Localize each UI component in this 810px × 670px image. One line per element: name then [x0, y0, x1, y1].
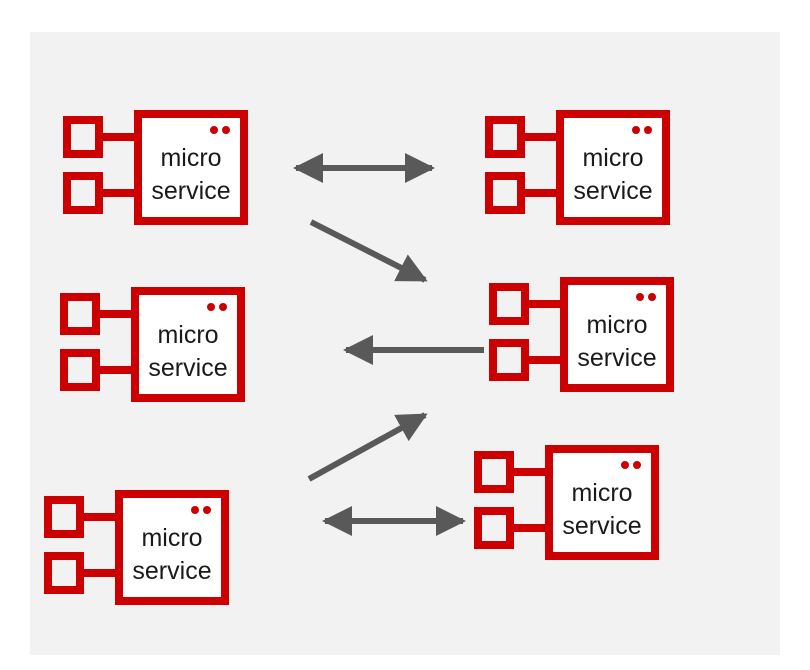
arrow-bottom-left-to-middle-right: [307, 412, 428, 482]
service-label-line2: service: [577, 344, 656, 372]
service-label-line1: micro: [582, 144, 643, 172]
status-dot-left: [621, 461, 629, 469]
status-dot-right: [203, 506, 211, 514]
status-dot-left: [632, 126, 640, 134]
service-label-line1: micro: [571, 479, 632, 507]
service-top-right: micro service: [485, 110, 670, 225]
service-label-line1: micro: [160, 144, 221, 172]
status-dot-right: [644, 126, 652, 134]
service-bottom-right: micro service: [474, 445, 659, 560]
arrow-top-left-to-middle-right: [309, 219, 428, 283]
service-label-line1: micro: [157, 321, 218, 349]
service-label-line1: micro: [141, 524, 202, 552]
service-label-line2: service: [151, 177, 230, 205]
status-dot-left: [210, 126, 218, 134]
status-dot-right: [633, 461, 641, 469]
status-dot-left: [636, 293, 644, 301]
status-dot-right: [648, 293, 656, 301]
status-dot-left: [207, 303, 215, 311]
status-dot-left: [191, 506, 199, 514]
status-dot-right: [219, 303, 227, 311]
service-middle-right: micro service: [489, 277, 674, 392]
service-label-line2: service: [148, 354, 227, 382]
service-label-line2: service: [562, 512, 641, 540]
service-middle-left: micro service: [60, 287, 245, 402]
service-label-line1: micro: [586, 311, 647, 339]
service-bottom-left: micro service: [44, 490, 229, 605]
service-top-left: micro service: [63, 110, 248, 225]
service-label-line2: service: [573, 177, 652, 205]
service-box: [556, 110, 670, 225]
service-label-line2: service: [132, 557, 211, 585]
status-dot-right: [222, 126, 230, 134]
